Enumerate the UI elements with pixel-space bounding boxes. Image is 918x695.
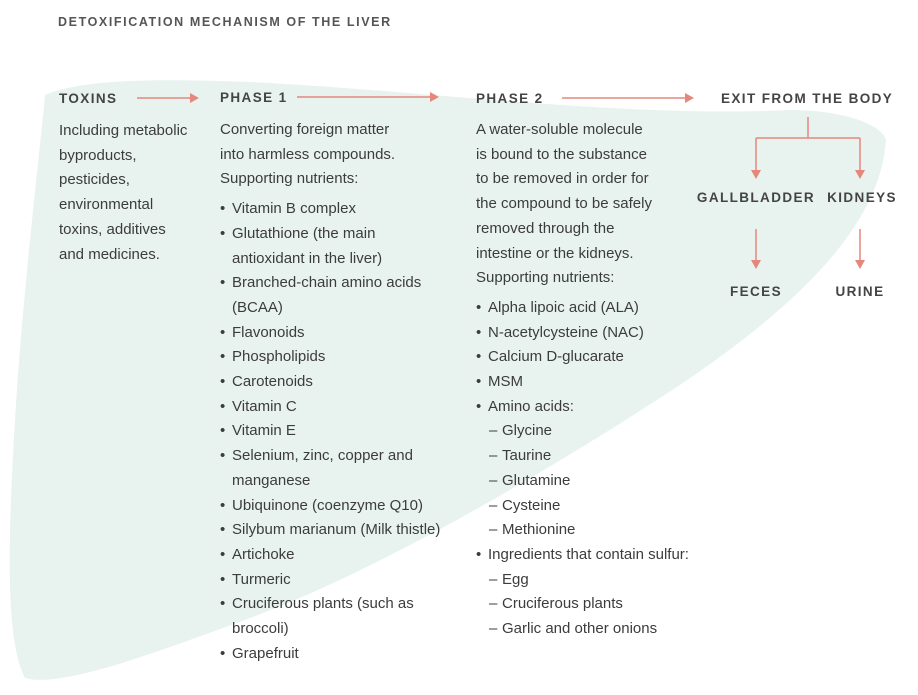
phase2-nutrient: Amino acids: <box>476 395 689 420</box>
phase1-nutrient: Vitamin E <box>220 419 440 444</box>
feces-label: FECES <box>729 284 782 299</box>
phase2-heading: PHASE 2 <box>476 91 544 106</box>
sulfur-food-item: Egg <box>489 568 689 593</box>
phase2-nutrient-list-cont: Ingredients that contain sulfur: <box>476 543 689 568</box>
toxins-line: pesticides, <box>59 171 130 189</box>
phase2-intro-line: A water-soluble molecule <box>476 121 643 138</box>
phase2-nutrient: Ingredients that contain sulfur: <box>476 543 689 568</box>
amino-acid-sublist: Glycine Taurine Glutamine Cysteine Methi… <box>489 419 689 543</box>
phase1-nutrient: Silybum marianum (Milk thistle) <box>220 518 440 543</box>
toxins-line: toxins, additives <box>59 220 166 238</box>
phase1-nutrient: Branched-chain amino acids(BCAA) <box>220 271 440 320</box>
phase2-nutrient: Alpha lipoic acid (ALA) <box>476 296 689 321</box>
sulfur-food-item: Garlic and other onions <box>489 617 689 642</box>
phase2-nutrient: N-acetylcysteine (NAC) <box>476 321 689 346</box>
phase1-heading: PHASE 1 <box>220 90 288 105</box>
amino-acid-item: Cysteine <box>489 494 689 519</box>
gallbladder-label: GALLBLADDER <box>696 190 816 205</box>
amino-acid-item: Glutamine <box>489 469 689 494</box>
phase2-nutrient: Calcium D-glucarate <box>476 345 689 370</box>
phase2-intro-line: intestine or the kidneys. <box>476 244 634 262</box>
toxins-line: Including metabolic <box>59 122 188 139</box>
phase1-nutrient: Vitamin B complex <box>220 197 440 222</box>
phase1-content: Converting foreign matter into harmless … <box>220 118 440 666</box>
phase1-nutrient: Turmeric <box>220 568 440 593</box>
exit-heading: EXIT FROM THE BODY <box>721 91 894 106</box>
phase1-nutrient: Carotenoids <box>220 370 440 395</box>
phase2-intro-line: the compound to be safely <box>476 195 652 213</box>
phase1-nutrient: Artichoke <box>220 543 440 568</box>
diagram-title: DETOXIFICATION MECHANISM OF THE LIVER <box>58 15 392 29</box>
toxins-heading: TOXINS <box>59 91 118 106</box>
amino-acid-item: Taurine <box>489 444 689 469</box>
phase2-content: A water-soluble molecule is bound to the… <box>476 118 689 642</box>
phase1-nutrient: Grapefruit <box>220 642 440 667</box>
arrow-phase2-to-exit <box>562 93 694 103</box>
phase2-intro-line: Supporting nutrients: <box>476 269 615 287</box>
phase1-intro-line: Converting foreign matter <box>220 121 390 138</box>
phase1-nutrient: Phospholipids <box>220 345 440 370</box>
kidneys-label: KIDNEYS <box>827 190 897 205</box>
phase1-nutrient: Ubiquinone (coenzyme Q10) <box>220 494 440 519</box>
amino-acid-item: Methionine <box>489 518 689 543</box>
sulfur-food-item: Cruciferous plants <box>489 592 689 617</box>
urine-label: URINE <box>835 284 885 299</box>
toxins-description: Including metabolic byproducts, pesticid… <box>59 119 187 267</box>
phase1-intro-line: into harmless compounds. <box>220 145 396 163</box>
toxins-line: and medicines. <box>59 245 160 263</box>
phase2-nutrient: MSM <box>476 370 689 395</box>
phase2-intro-line: to be removed in order for <box>476 170 649 188</box>
phase1-nutrient: Flavonoids <box>220 321 440 346</box>
phase1-nutrient-list: Vitamin B complex Glutathione (the maina… <box>220 197 440 666</box>
sulfur-food-sublist: Egg Cruciferous plants Garlic and other … <box>489 568 689 642</box>
amino-acid-item: Glycine <box>489 419 689 444</box>
arrow-phase1-to-phase2 <box>297 92 439 102</box>
toxins-line: environmental <box>59 196 154 214</box>
phase2-nutrient-list: Alpha lipoic acid (ALA) N-acetylcysteine… <box>476 296 689 420</box>
phase2-intro-line: is bound to the substance <box>476 145 647 163</box>
phase1-intro-line: Supporting nutrients: <box>220 170 359 188</box>
phase2-intro-line: removed through the <box>476 219 615 237</box>
toxins-line: byproducts, <box>59 146 137 164</box>
phase1-nutrient: Vitamin C <box>220 395 440 420</box>
arrow-toxins-to-phase1 <box>137 93 199 103</box>
